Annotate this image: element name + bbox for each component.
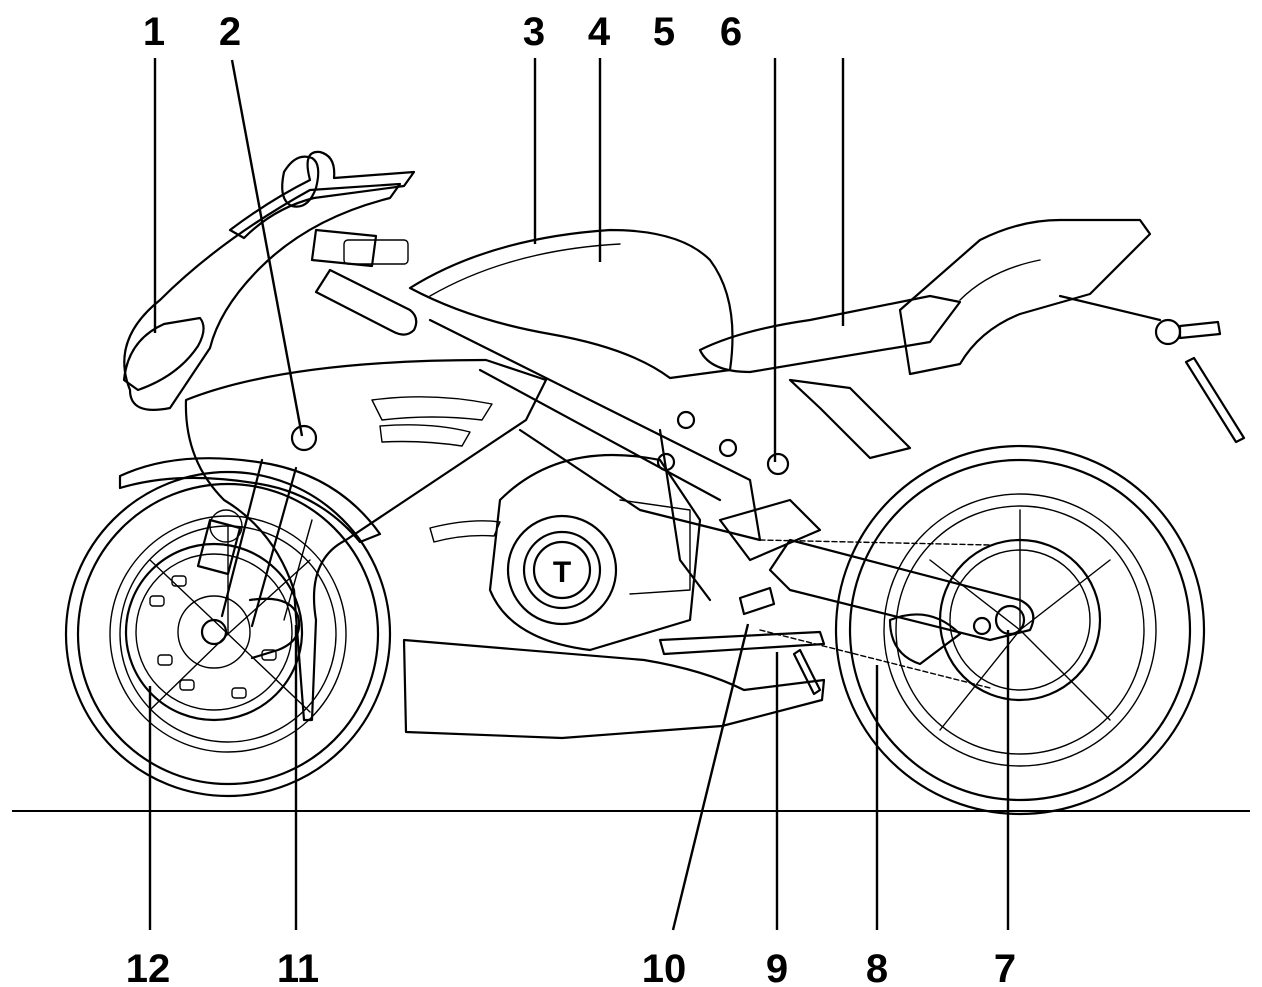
callout-7: 7 <box>994 947 1016 987</box>
fairing-vents <box>371 396 501 543</box>
callout-8: 8 <box>866 947 888 987</box>
front-wheel <box>64 470 392 798</box>
front-fender <box>118 457 382 544</box>
side-stand <box>792 648 822 696</box>
leader-10 <box>671 623 750 931</box>
callout-1: 1 <box>143 10 165 54</box>
front-fork <box>196 458 313 628</box>
license-plate-holder <box>1058 294 1246 444</box>
side-fairing <box>184 358 548 722</box>
lower-fairing <box>402 638 826 740</box>
callout-9: 9 <box>766 947 788 987</box>
motorcycle-illustration: T <box>64 150 1246 816</box>
fairing-fastener <box>290 424 318 452</box>
headlight <box>122 316 205 392</box>
engine-logo: T <box>553 556 571 589</box>
leader-lines <box>148 58 1010 931</box>
rear-wheel <box>834 444 1206 816</box>
callout-11: 11 <box>277 947 319 987</box>
callout-labels: 1 2 3 4 5 6 12 11 10 9 8 7 <box>126 10 1016 987</box>
seat <box>698 294 962 374</box>
footrest-assembly <box>658 452 826 656</box>
chain-guard <box>888 613 962 666</box>
callout-12: 12 <box>126 947 171 987</box>
leader-2 <box>230 59 304 437</box>
mirror <box>281 155 320 208</box>
engine: T <box>488 454 702 652</box>
callout-6: 6 <box>720 10 742 54</box>
callout-2: 2 <box>219 10 241 54</box>
swingarm <box>768 538 1035 642</box>
drive-chain <box>759 539 991 689</box>
handlebar <box>310 228 418 336</box>
tail-section <box>898 218 1152 376</box>
callout-10: 10 <box>642 947 687 987</box>
windscreen <box>228 150 416 240</box>
callout-5: 5 <box>653 10 675 54</box>
fuel-tank <box>408 228 734 380</box>
callout-4: 4 <box>588 10 611 54</box>
rear-subframe <box>788 378 912 460</box>
callout-3: 3 <box>523 10 545 54</box>
